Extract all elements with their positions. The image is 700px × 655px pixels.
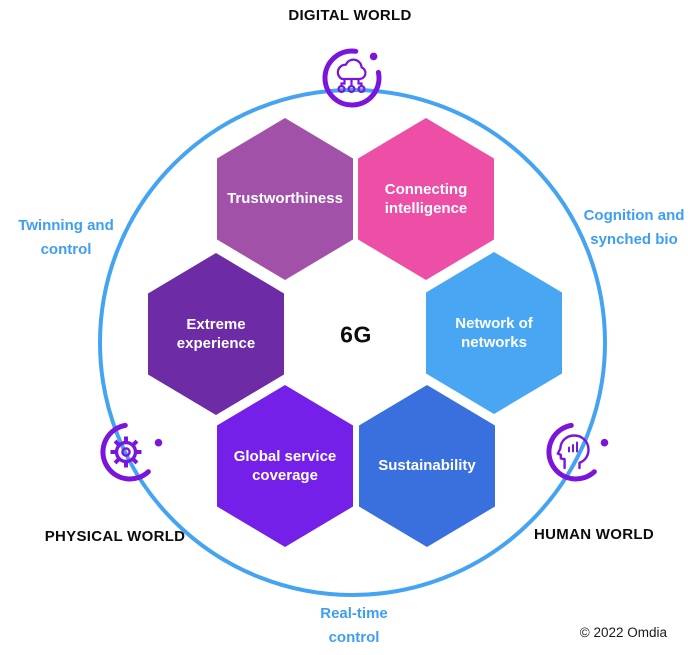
hexagon-label: Sustainability: [378, 457, 476, 475]
world-circle: [98, 88, 607, 597]
hexagon-label: Global service coverage: [233, 447, 337, 485]
cognitive-head-icon: [540, 416, 612, 488]
cloud-network-icon: [316, 42, 388, 114]
cognition-and-synched-bio-label: Cognition and synched bio: [583, 207, 685, 248]
physical-world-label: PHYSICAL WORLD: [44, 528, 186, 545]
hexagon-label: Trustworthiness: [227, 190, 343, 208]
hexagon-label: Connecting intelligence: [384, 180, 468, 218]
center-6g-label: 6G: [340, 321, 372, 348]
twinning-and-control-label: Twinning and control: [18, 217, 114, 258]
hexagon-label: Network of networks: [455, 314, 533, 352]
hexagon-label: Extreme experience: [176, 315, 256, 353]
gear-icon: [94, 416, 166, 488]
human-world-label: HUMAN WORLD: [534, 526, 654, 543]
digital-world-label: DIGITAL WORLD: [288, 7, 412, 24]
copyright-text: © 2022 Omdia: [579, 625, 667, 640]
real-time-control-label: Real-time control: [320, 605, 388, 646]
